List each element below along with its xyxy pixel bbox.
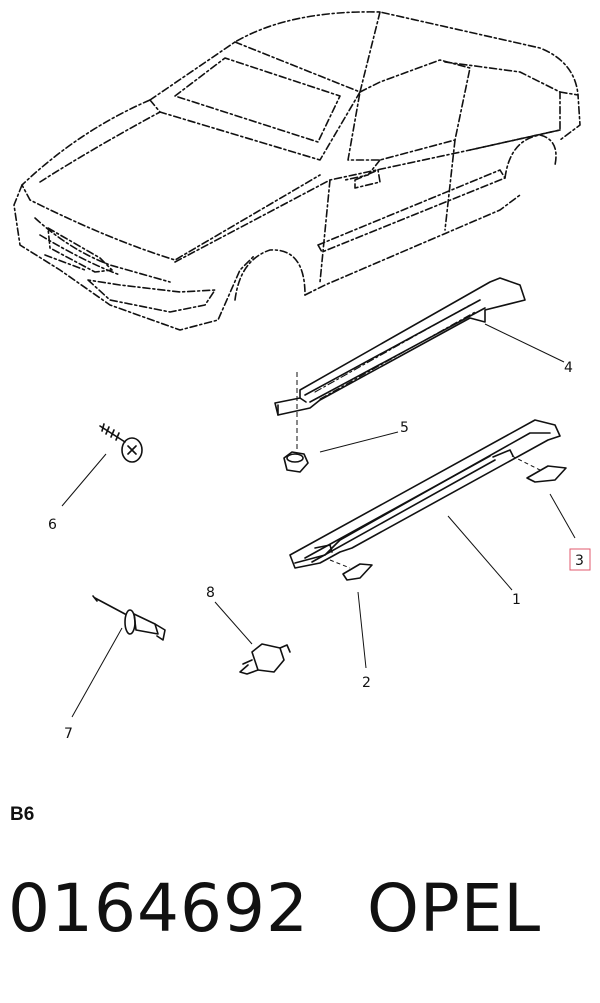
- leader-7: [71, 627, 123, 718]
- car-outline: [13, 11, 581, 331]
- leader-2: [357, 591, 367, 669]
- part-number: 0164692: [8, 870, 309, 947]
- part-rivet: [92, 595, 166, 641]
- part-info: 0164692 OPEL: [8, 870, 541, 947]
- part-clip-lower: [342, 563, 373, 581]
- callout-2: 2: [362, 675, 371, 691]
- leader-4: [484, 323, 565, 363]
- callout-labels: 1 2 3 4 5 6 7 8: [48, 360, 591, 742]
- callout-5: 5: [400, 420, 409, 436]
- part-screw: [99, 423, 143, 463]
- leader-8: [214, 601, 253, 645]
- part-clip-upper: [526, 465, 567, 483]
- leader-1: [447, 515, 513, 591]
- leader-5: [319, 431, 399, 453]
- leader-lines: [61, 323, 576, 718]
- leader-3: [549, 493, 576, 539]
- callout-3: 3: [575, 553, 584, 569]
- callout-1: 1: [512, 592, 521, 608]
- part-nut: [283, 451, 309, 473]
- brand-name: OPEL: [366, 870, 542, 947]
- part-sill-moulding: [289, 419, 561, 569]
- callout-7: 7: [64, 726, 73, 742]
- section-code: B6: [10, 804, 35, 825]
- callout-3-highlight-box: [569, 548, 591, 571]
- callout-6: 6: [48, 517, 57, 533]
- callout-4: 4: [564, 360, 573, 376]
- exploded-parts-diagram: 1 2 3 4 5 6 7 8: [13, 11, 591, 742]
- part-push-fastener: [239, 643, 291, 675]
- leader-6: [61, 453, 107, 507]
- part-sill-reinforcement: [274, 277, 526, 450]
- callout-8: 8: [206, 585, 215, 601]
